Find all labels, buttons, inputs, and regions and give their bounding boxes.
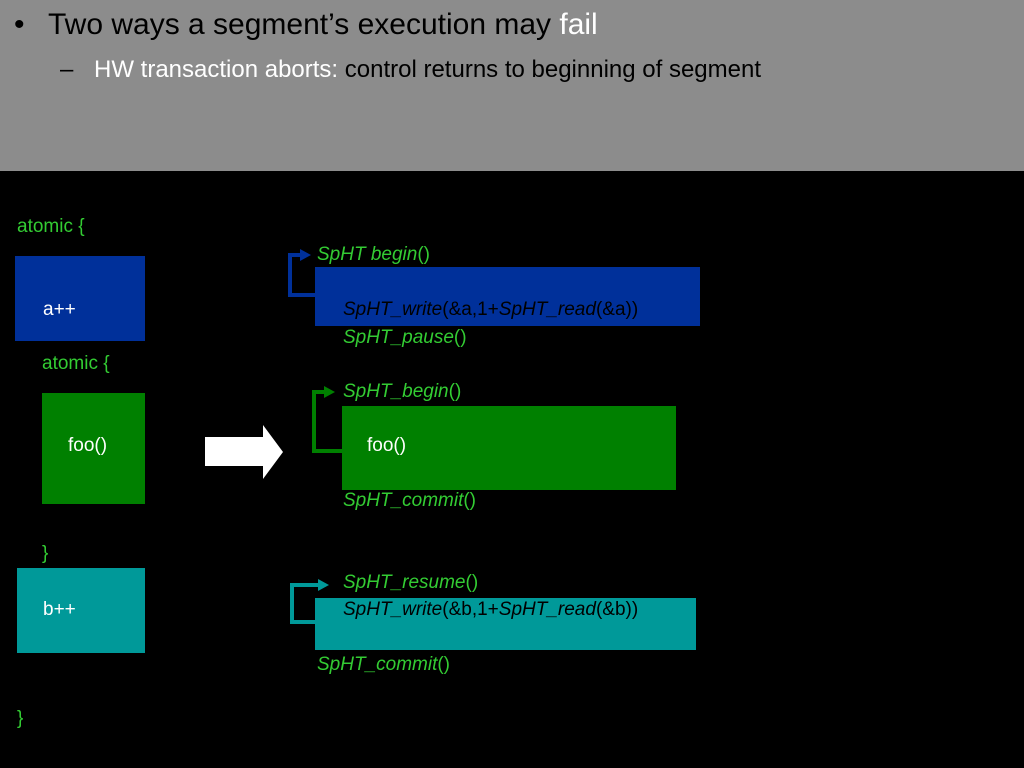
outer-close-brace: } [17, 708, 24, 729]
sp-resume-parens: () [465, 572, 479, 593]
foo-box-left [42, 393, 145, 504]
b-increment-box [17, 568, 145, 653]
sp-begin-2: SpHT_begin() [343, 381, 461, 403]
retry-arrowhead-blue [300, 249, 311, 261]
sp-write-a-args2: (&a)) [595, 299, 639, 320]
retry-bracket-green [312, 390, 343, 453]
sp-begin-2-parens: () [448, 381, 462, 402]
sp-begin-2-fn: SpHT_begin [343, 381, 449, 402]
sp-resume-fn: SpHT_resume [343, 572, 466, 593]
a-increment-box [15, 256, 145, 341]
transform-arrow [205, 425, 283, 479]
foo-label-right: foo() [367, 435, 407, 456]
atomic-inner-label: atomic { [42, 353, 110, 374]
sp-commit-1-parens: () [463, 490, 477, 511]
bullet-line-2-highlight: HW transaction aborts: [94, 56, 339, 83]
write-b-box [315, 598, 696, 650]
bullet-line-1-highlight: fail [559, 8, 598, 41]
retry-arrowhead-teal [318, 579, 329, 591]
sp-pause-fn: SpHT_pause [343, 327, 454, 348]
sp-begin-1-fn: SpHT begin [317, 244, 418, 265]
sp-begin-1: SpHT begin() [317, 244, 430, 266]
bullet-line-1: • Two ways a segment’s execution may fail [14, 8, 598, 42]
dash-marker: – [60, 56, 74, 83]
atomic-outer-label: atomic { [17, 216, 85, 237]
sp-write-b-args1: (&b,1+ [442, 599, 499, 620]
sp-commit-2-parens: () [437, 654, 451, 675]
foo-label-left: foo() [68, 435, 108, 456]
sp-commit-2: SpHT_commit() [317, 654, 450, 676]
foo-box-right [342, 406, 676, 490]
sp-write-a-read: SpHT_read [498, 299, 596, 320]
sp-write-b-read: SpHT_read [498, 599, 596, 620]
retry-bracket-teal [290, 583, 318, 624]
bullet-line-2: –HW transaction aborts: control returns … [60, 56, 761, 84]
slide-header: • Two ways a segment’s execution may fail… [0, 0, 1024, 171]
retry-bracket-blue [288, 253, 318, 297]
a-increment-label: a++ [43, 299, 76, 320]
sp-pause-parens: () [453, 327, 467, 348]
sp-write-b: SpHT_write(&b,1+SpHT_read(&b)) [343, 599, 638, 621]
sp-commit-2-fn: SpHT_commit [317, 654, 438, 675]
sp-pause: SpHT_pause() [343, 327, 467, 349]
sp-resume: SpHT_resume() [343, 572, 478, 594]
bullet-marker: • [14, 8, 25, 41]
sp-commit-1-fn: SpHT_commit [343, 490, 464, 511]
write-a-box [315, 267, 700, 326]
sp-write-a: SpHT_write(&a,1+SpHT_read(&a)) [343, 299, 638, 321]
sp-begin-1-parens: () [417, 244, 430, 265]
sp-write-a-fn: SpHT_write [343, 299, 443, 320]
sp-write-a-args1: (&a,1+ [442, 299, 499, 320]
sp-write-b-fn: SpHT_write [343, 599, 443, 620]
sp-commit-1: SpHT_commit() [343, 490, 476, 512]
sp-write-b-args2: (&b)) [595, 599, 639, 620]
retry-arrowhead-green [324, 386, 335, 398]
bullet-line-2-text: control returns to beginning of segment [338, 56, 762, 83]
b-increment-label: b++ [43, 599, 76, 620]
bullet-line-1-text: Two ways a segment’s execution may [48, 8, 560, 41]
inner-close-brace: } [42, 543, 49, 564]
